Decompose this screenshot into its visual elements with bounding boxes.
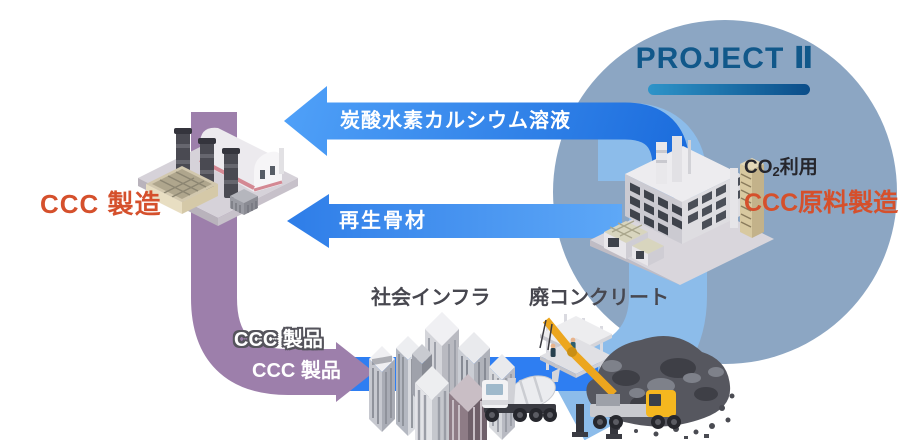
- crates: [230, 189, 258, 215]
- industrial-plant-icon: [590, 136, 774, 285]
- city-label: 社会インフラ: [371, 287, 491, 309]
- co2-subscript: 2: [772, 164, 780, 179]
- ccc-plant-label: CCC 製造: [40, 189, 162, 219]
- cooler-units: [604, 220, 664, 266]
- title-underline: [648, 84, 810, 95]
- material-plant-label: CCC原料製造: [744, 189, 899, 217]
- building: [369, 346, 395, 432]
- building: [415, 366, 449, 440]
- project-title: PROJECT Ⅱ: [635, 42, 815, 75]
- co2-prefix: CO: [744, 157, 773, 178]
- product-arrowhead: [336, 342, 374, 402]
- mixer-truck: [482, 368, 560, 422]
- plant-chimneys: [656, 136, 691, 184]
- demolition-site-icon: [482, 314, 735, 439]
- aggregate-arrow: [287, 194, 622, 248]
- tan-tower: [730, 158, 764, 238]
- aggregate-arrowhead: [287, 194, 329, 248]
- crane-truck: [539, 317, 681, 439]
- product-label-upper: CCC 製品: [234, 329, 323, 351]
- co2-suffix: 利用: [779, 157, 818, 178]
- vent-building: [146, 166, 218, 214]
- product-path: [191, 112, 374, 402]
- waste-concrete-label: 廃コンクリート: [529, 287, 669, 309]
- solution-arrowhead: [284, 86, 327, 156]
- co2-use-label: CO2利用: [744, 158, 818, 178]
- aggregate-arrow-label: 再生骨材: [339, 210, 427, 232]
- factory-icon: [138, 127, 298, 226]
- main-building: [625, 146, 740, 244]
- solution-arrow-label: 炭酸水素カルシウム溶液: [340, 110, 571, 132]
- product-label-lower: CCC 製品: [252, 360, 341, 382]
